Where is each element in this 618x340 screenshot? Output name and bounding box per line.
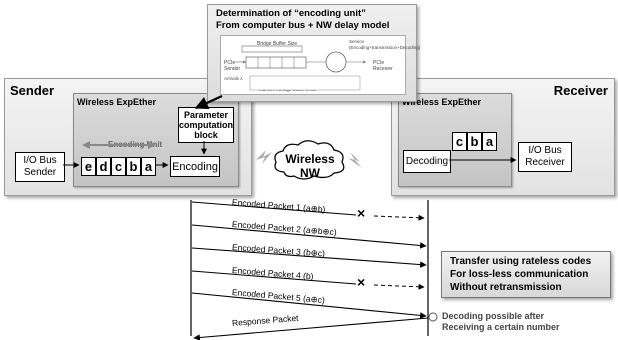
- pcie-receiver-label: PCIe Receiver: [373, 60, 393, 72]
- sender-letter-b: b: [126, 157, 141, 176]
- callout-line-3: Without retransmission: [450, 282, 562, 293]
- response-packet-label: Response Packet: [231, 312, 299, 328]
- packet-5-label: Encoded Packet 5 (a⊕c): [231, 287, 326, 306]
- parameter-computation-block: Parameter computation block: [178, 107, 234, 143]
- sender-letter-e: e: [81, 157, 96, 176]
- packet-1-label: Encoded Packet 1 (a⊕b): [231, 197, 326, 215]
- packet-2-label: Encoded Packet 2 (a⊕b⊕c): [231, 219, 338, 238]
- sender-letter-a: a: [141, 157, 156, 176]
- receiver-letter-c: c: [452, 132, 467, 151]
- wireless-nw-cloud: [274, 140, 345, 180]
- pcie-sender-label: PCIe Sender: [224, 60, 241, 72]
- packet-4-lost-mark: ×: [357, 274, 366, 290]
- packet-1-dashed: [373, 214, 425, 221]
- decode-note-line-2: Receiving a certain number: [442, 322, 560, 332]
- io-bus-receiver-box: I/O Bus Receiver: [518, 142, 572, 172]
- queue-model-figure: Bridge Buffer Size Service (Encoding+tra…: [220, 35, 421, 95]
- packet-3-label: Encoded Packet 3 (b⊕c): [231, 242, 326, 259]
- packet-1-lost-mark: ×: [357, 205, 366, 221]
- io-bus-receiver-label: I/O Bus Receiver: [525, 145, 565, 168]
- sender-letter-c: c: [111, 157, 126, 176]
- callout-line-1: Transfer using rateless codes: [450, 256, 592, 267]
- io-bus-sender-box: I/O Bus Sender: [15, 152, 65, 182]
- packet-4-label: Encoded Packet 4 (b): [231, 265, 314, 282]
- back-pressure-note: Sender stops generating jobs in back pre…: [259, 81, 352, 92]
- decode-note-line-1: Decoding possible after: [442, 311, 545, 321]
- mu-symbol: μ: [334, 60, 340, 70]
- radio-wave-right: [348, 152, 362, 168]
- response-arrow: [193, 317, 429, 340]
- encoding-unit-label: Encoding Unit: [108, 140, 163, 149]
- io-bus-sender-label: I/O Bus Sender: [23, 155, 57, 178]
- decoding-label: Decoding: [405, 155, 449, 167]
- rateless-callout: Transfer using rateless codes For loss-l…: [441, 251, 611, 298]
- receiver-inner-title: Wireless ExpEther: [402, 97, 481, 107]
- encoding-unit-panel: Determination of “encoding unit” From co…: [207, 4, 421, 102]
- sender-title: Sender: [10, 83, 55, 98]
- top-panel-title-2: From computer bus + NW delay model: [216, 20, 390, 31]
- receiver-panel: Receiver Wireless ExpEther Decoding c b …: [391, 78, 615, 196]
- encoding-label: Encoding: [172, 160, 218, 173]
- receiver-title: Receiver: [553, 83, 608, 98]
- sender-inner-title: Wireless ExpEther: [77, 97, 156, 107]
- wireless-nw-label: Wireless NW: [285, 152, 335, 180]
- receiver-letter-b: b: [467, 132, 482, 151]
- parameter-computation-label: Parameter computation block: [179, 110, 233, 140]
- arrivals-label: Arrivals λ: [224, 76, 243, 81]
- decoding-box: Decoding: [403, 150, 451, 173]
- callout-line-2: For loss-less communication: [450, 269, 589, 280]
- sender-letter-d: d: [96, 157, 111, 176]
- top-panel-title-1: Determination of “encoding unit”: [216, 8, 366, 19]
- packet-4-dashed: [373, 283, 425, 290]
- encoding-box: Encoding: [170, 156, 220, 177]
- bridge-buffer-label: Bridge Buffer Size: [257, 41, 298, 47]
- receiver-letter-a: a: [482, 132, 497, 151]
- decode-point-marker: [428, 312, 438, 322]
- service-label: Service (Encoding+transmission+Decoding): [349, 39, 421, 50]
